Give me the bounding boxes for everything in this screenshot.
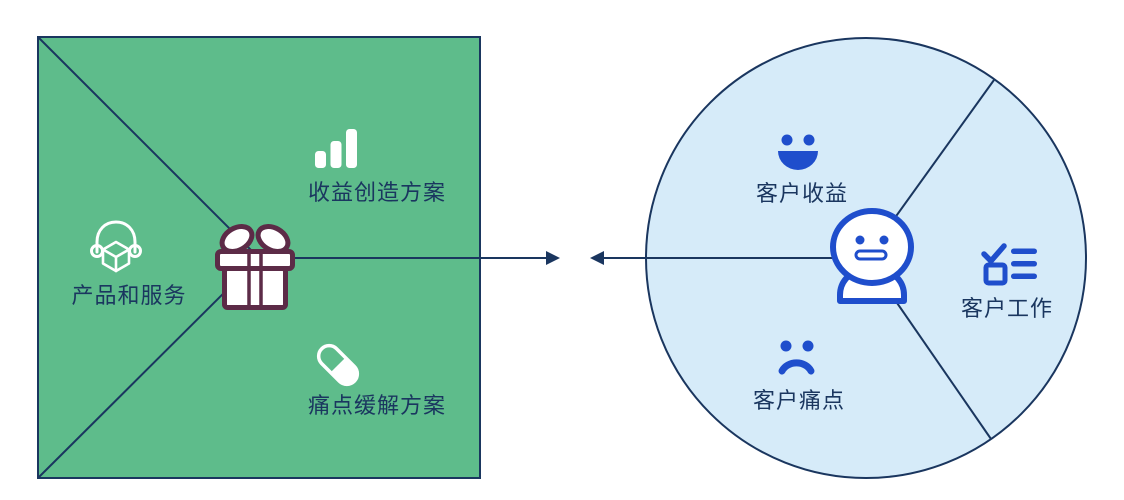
checklist-icon [981,243,1037,286]
products-services-label: 产品和服务 [71,283,186,308]
gain-creators-label: 收益创造方案 [308,180,446,205]
customer-pains-label: 客户痛点 [753,388,845,413]
sad-face-icon [778,340,815,375]
bar-chart-icon [315,129,357,168]
customer-gains-label: 客户收益 [756,181,848,206]
headphones-box-icon [90,220,142,273]
gift-icon [215,224,295,310]
pain-relievers-label: 痛点缓解方案 [308,393,446,418]
left-arrowhead-icon [590,251,604,265]
smiley-face-icon [778,134,818,170]
right-arrowhead-icon [546,251,560,265]
customer-jobs-label: 客户工作 [961,296,1053,321]
square-diagonal-top-line [37,36,260,259]
person-icon [830,208,914,304]
pill-icon [316,343,360,387]
